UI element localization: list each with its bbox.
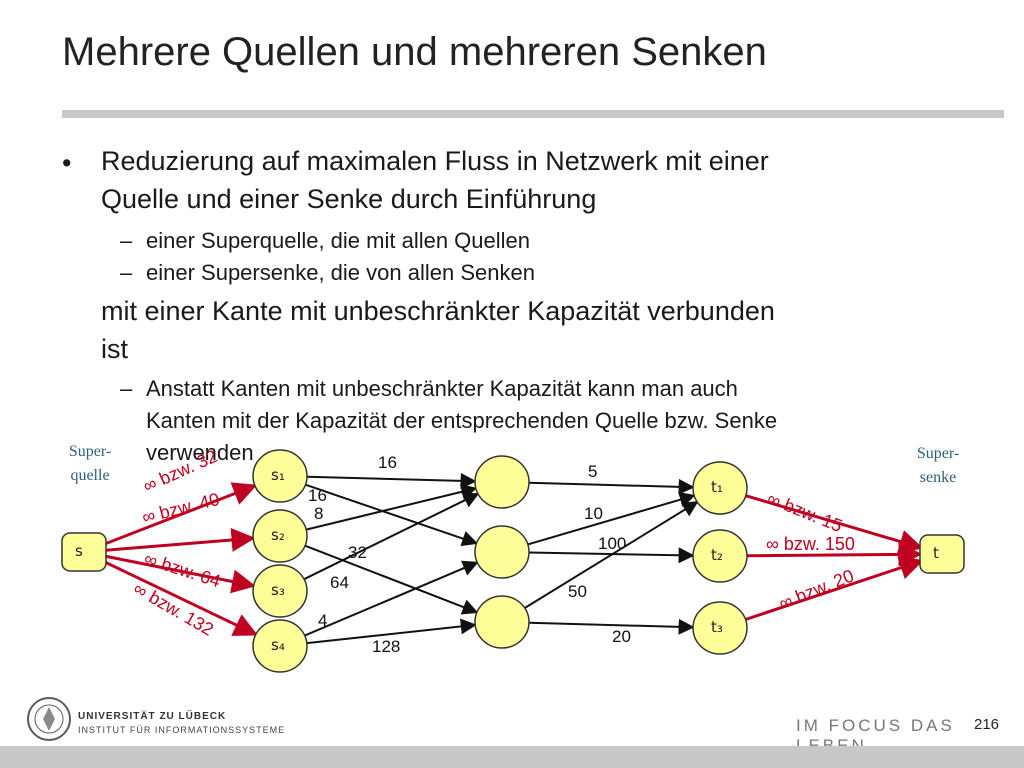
node-m1: [474, 455, 530, 509]
edge-s3-m1: [303, 492, 480, 581]
institute-name: INSTITUT FÜR INFORMATIONSSYSTEME: [78, 725, 286, 735]
node-label-t: t: [933, 544, 939, 562]
edge-s2-m3: [304, 544, 479, 615]
edge-m3-t3: [528, 618, 695, 635]
node-s4: [252, 619, 308, 673]
edge-s1-m2: [305, 483, 479, 547]
edge-m2-t1: [527, 491, 696, 546]
edge-s4-m2: [304, 560, 479, 637]
edge-label-s4-m2: 4: [318, 611, 328, 630]
edge-t2-t: [746, 542, 923, 567]
bullet-line-2: Quelle und einer Senke durch Einführung: [101, 184, 597, 214]
super-sink-label-line-2: senke: [919, 469, 957, 486]
edge-label-t2-t: ∞ bzw. 150: [766, 534, 855, 554]
university-name: UNIVERSITÄT ZU LÜBECK: [78, 711, 227, 722]
super-source-label-line-2: quelle: [70, 467, 110, 484]
footer-bar: [0, 746, 1024, 768]
bullet-line-1: Reduzierung auf maximalen Fluss in Netzw…: [101, 146, 769, 176]
edge-s-s3: [105, 554, 256, 594]
sub-bullet-3-line-3: verwenden: [146, 440, 254, 465]
node-s3: [252, 564, 308, 618]
dash-marker-1: –: [120, 228, 133, 253]
edge-s-s1: [103, 482, 258, 546]
edge-label-m2-t1: 10: [584, 504, 603, 523]
sub-bullet-2: einer Supersenke, die von allen Senken: [146, 260, 535, 285]
node-label-s2: s₂: [271, 526, 285, 544]
edge-t3-t: [745, 556, 924, 621]
edge-s4-m3: [306, 618, 477, 645]
edge-label-s4-m3: 128: [372, 637, 401, 656]
node-s1: [252, 449, 308, 503]
node-m2: [474, 525, 530, 579]
edge-label-s3-m1: 64: [330, 573, 349, 592]
title-divider: [62, 110, 1004, 118]
node-m3: [474, 595, 530, 649]
node-t2: [692, 529, 748, 583]
node-s: [61, 532, 107, 572]
sub-bullet-3-line-2: Kanten mit der Kapazität der entsprechen…: [146, 408, 778, 433]
node-s2: [252, 509, 308, 563]
edge-s-s4: [102, 559, 258, 636]
node-t3: [692, 601, 748, 655]
edge-s2-m1: [305, 483, 478, 531]
node-label-s1: s₁: [271, 466, 285, 484]
node-label-t3: t₃: [711, 618, 723, 636]
node-label-s3: s₃: [271, 581, 285, 599]
university-seal-icon: [27, 697, 71, 741]
node-label-t2: t₂: [711, 546, 723, 564]
edge-m3-t1: [524, 501, 699, 609]
node-t1: [692, 461, 748, 515]
super-source-label-line-1: Super-: [68, 443, 112, 460]
edge-label-m2-t2: 100: [598, 534, 627, 553]
dash-marker-3: –: [120, 376, 133, 401]
edge-label-m1-t1: 5: [588, 462, 598, 481]
edge-label-s2-m3: 32: [348, 543, 367, 562]
edge-s-s2: [105, 527, 256, 552]
edge-m1-t1: [528, 478, 695, 495]
super-sink-label-line-1: Super-: [916, 445, 960, 462]
node-label-s: s: [75, 542, 83, 560]
edge-t1-t: [745, 494, 924, 554]
edge-s1-m1: [306, 472, 477, 489]
super-source-label: Super- quelle: [50, 440, 130, 488]
sub-bullet-3-line-1: Anstatt Kanten mit unbeschränkter Kapazi…: [146, 376, 738, 401]
node-t: [919, 534, 965, 574]
super-sink-label: Super- senke: [898, 442, 978, 490]
edge-label-m3-t1: 50: [568, 582, 587, 601]
continuation-line-2: ist: [101, 334, 128, 364]
slide-title: Mehrere Quellen und mehreren Senken: [62, 30, 767, 74]
node-label-t1: t₁: [711, 478, 723, 496]
sub-bullet-1: einer Superquelle, die mit allen Quellen: [146, 228, 531, 253]
edge-label-s1-m1: 16: [378, 453, 397, 472]
edge-label-m3-t3: 20: [612, 627, 631, 646]
continuation-line-1: mit einer Kante mit unbeschränkter Kapaz…: [101, 296, 775, 326]
node-label-s4: s₄: [271, 636, 285, 654]
page-number: 216: [974, 716, 1000, 733]
edge-label-s2-m1: 8: [314, 504, 324, 523]
dash-marker-2: –: [120, 260, 133, 285]
bullet-marker: •: [62, 148, 72, 178]
edge-label-s1-m2: 16: [308, 486, 327, 505]
